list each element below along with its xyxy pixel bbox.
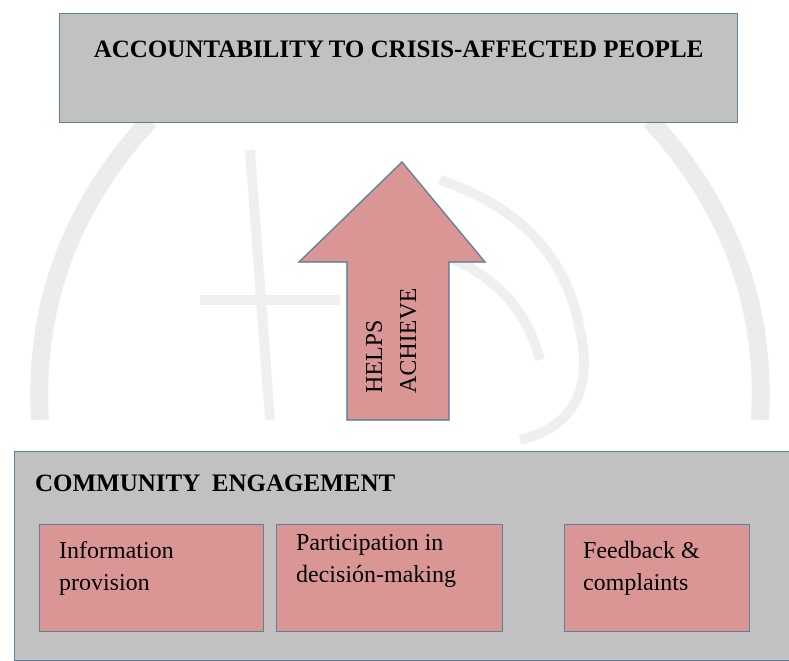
arrow-label: HELPS ACHIEVE [357, 271, 427, 411]
information-provision-box: Information provision [39, 524, 264, 632]
accountability-box: ACCOUNTABILITY TO CRISIS-AFFECTED PEOPLE [59, 13, 738, 123]
arrow-shape [297, 160, 487, 421]
community-engagement-box: COMMUNITY ENGAGEMENT Information provisi… [14, 451, 789, 661]
arrow-label-line2: ACHIEVE [396, 287, 422, 393]
helps-achieve-arrow [297, 160, 487, 421]
item-label-line2: decisión-making [296, 562, 456, 588]
participation-box: Participation in decisión-making [276, 524, 503, 632]
item-label-line2: provision [59, 570, 150, 596]
accountability-title: ACCOUNTABILITY TO CRISIS-AFFECTED PEOPLE [93, 36, 704, 63]
community-engagement-title: COMMUNITY ENGAGEMENT [35, 470, 396, 497]
item-label-line2: complaints [583, 570, 689, 596]
item-label-line1: Information [59, 538, 174, 564]
arrow-label-line1: HELPS [362, 319, 388, 393]
feedback-complaints-box: Feedback & complaints [564, 524, 750, 632]
item-label-line1: Participation in [296, 530, 444, 556]
item-label-line1: Feedback & [583, 538, 700, 564]
